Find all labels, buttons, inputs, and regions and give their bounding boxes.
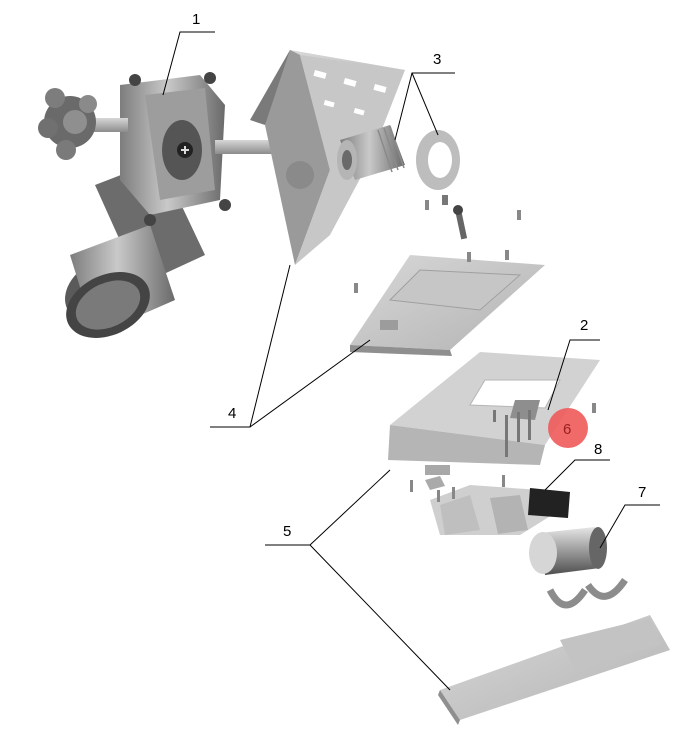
leader-3b bbox=[411, 72, 439, 136]
star-knob bbox=[38, 88, 97, 160]
enclosure-box bbox=[388, 352, 600, 475]
leader-4b bbox=[249, 339, 371, 428]
leader-1 bbox=[162, 31, 215, 96]
part-6-highlight-marker bbox=[548, 408, 588, 448]
callout-4: 4 bbox=[228, 405, 236, 422]
output-shaft bbox=[215, 140, 280, 154]
leader-8 bbox=[544, 459, 610, 491]
callout-3: 3 bbox=[433, 51, 441, 68]
callout-labels: 1 2 3 4 5 6 7 8 bbox=[192, 11, 646, 540]
callout-1: 1 bbox=[192, 11, 200, 28]
leader-3a bbox=[394, 72, 455, 141]
capacitor-clamp bbox=[546, 577, 628, 609]
set-screw-and-nut bbox=[442, 195, 468, 240]
callout-7: 7 bbox=[638, 484, 646, 501]
callout-8: 8 bbox=[594, 441, 602, 458]
shaft-collar bbox=[416, 130, 460, 190]
leader-4a bbox=[210, 264, 291, 428]
callout-6: 6 bbox=[563, 421, 571, 438]
capacitor bbox=[529, 527, 607, 575]
screws bbox=[354, 200, 596, 413]
gearbox-housing bbox=[120, 72, 231, 226]
leader-7 bbox=[599, 504, 660, 549]
callout-5: 5 bbox=[283, 523, 291, 540]
bottom-lid bbox=[438, 615, 670, 725]
callout-2: 2 bbox=[580, 317, 588, 334]
cover-plate bbox=[350, 255, 545, 356]
leader-5b bbox=[309, 544, 451, 691]
threaded-bushing bbox=[337, 125, 405, 180]
motor-body bbox=[65, 160, 205, 338]
input-shaft bbox=[88, 118, 128, 132]
leader-2 bbox=[547, 339, 600, 411]
switch-block bbox=[410, 475, 570, 535]
leader-lines bbox=[162, 31, 660, 691]
gear-motor-assembly bbox=[38, 72, 280, 338]
